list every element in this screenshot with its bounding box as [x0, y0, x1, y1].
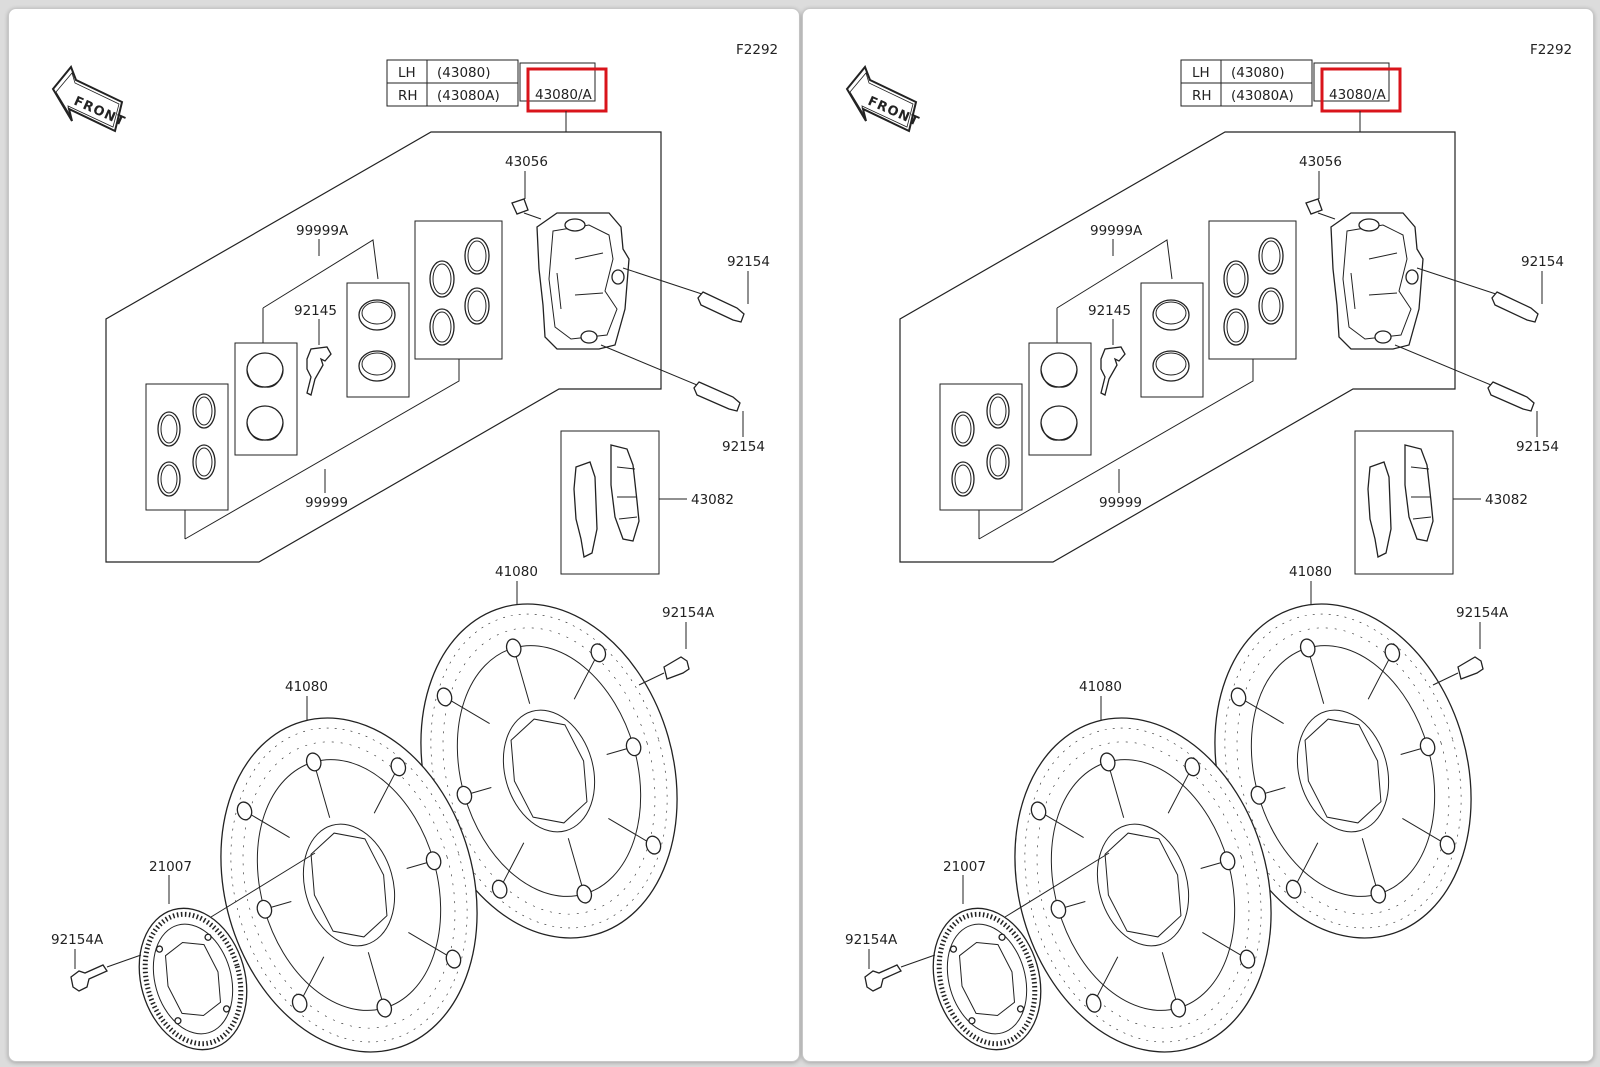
label-seal-kit: 99999 — [1099, 495, 1142, 511]
disc-bolt-right-icon[interactable] — [663, 656, 690, 680]
caliper-table: LH (43080) RH (43080A) — [386, 59, 519, 107]
front-arrow-icon: FRONT — [51, 65, 127, 133]
label-disc-right: 41080 — [495, 564, 538, 580]
label-pad-spring: 92145 — [1088, 303, 1131, 319]
label-caliper-bolt-lower: 92154 — [722, 439, 765, 455]
highlighted-part-callout[interactable]: 43080/A — [519, 62, 608, 113]
figure-code: F2292 — [1530, 42, 1572, 58]
label-pad-spring: 92145 — [294, 303, 337, 319]
label-bleeder: 43056 — [505, 154, 548, 170]
parts-diagram: F2292 FRONT LH (43080) RH (43080A) 43080… — [845, 42, 1572, 1061]
seal-kit-box[interactable] — [145, 383, 229, 511]
label-caliper-bolt-upper: 92154 — [1521, 254, 1564, 270]
caliper-bolt-lower-icon[interactable] — [1487, 381, 1535, 412]
pistons-small-box[interactable] — [1028, 342, 1092, 456]
label-seal-kit-a: 99999A — [296, 223, 349, 239]
front-arrow-icon: FRONT — [845, 65, 921, 133]
label-bleeder: 43056 — [1299, 154, 1342, 170]
figure-code: F2292 — [736, 42, 778, 58]
pistons-small-box[interactable] — [234, 342, 298, 456]
diagram-panel-right: F2292 FRONT LH (43080) RH (43080A) 43080… — [802, 8, 1594, 1062]
caliper-bolt-upper-icon[interactable] — [1491, 291, 1539, 323]
label-abs-rotor: 21007 — [149, 859, 192, 875]
table-part-lh: (43080) — [1231, 65, 1284, 81]
label-brake-pads: 43082 — [691, 492, 734, 508]
table-part-rh: (43080A) — [1231, 88, 1294, 104]
brake-disc-right[interactable] — [1177, 573, 1509, 968]
table-part-lh: (43080) — [437, 65, 490, 81]
brake-pads-box[interactable] — [1354, 430, 1454, 575]
caliper-bolt-lower-icon[interactable] — [693, 381, 741, 412]
table-side-lh: LH — [398, 65, 416, 81]
label-disc-right: 41080 — [1289, 564, 1332, 580]
disc-bolt-right-icon[interactable] — [1457, 656, 1484, 680]
pad-spring-icon[interactable] — [306, 346, 332, 396]
label-seal-kit: 99999 — [305, 495, 348, 511]
label-abs-rotor: 21007 — [943, 859, 986, 875]
label-seal-kit-a: 99999A — [1090, 223, 1143, 239]
brake-disc-left[interactable] — [183, 687, 515, 1061]
pistons-large-box[interactable] — [346, 282, 410, 398]
pistons-large-box[interactable] — [1140, 282, 1204, 398]
seal-kit-a-box[interactable] — [1208, 220, 1297, 360]
label-brake-pads: 43082 — [1485, 492, 1528, 508]
table-side-rh: RH — [398, 88, 418, 104]
parts-diagram: F2292 FRONT LH (43080) RH (43080A) 43080… — [51, 42, 778, 1061]
diagram-panel-left: F2292 FRONT LH (43080) RH (43080A) 43080… — [8, 8, 800, 1062]
brake-disc-left[interactable] — [977, 687, 1309, 1061]
highlighted-part-callout[interactable]: 43080/A — [1313, 62, 1402, 113]
table-side-rh: RH — [1192, 88, 1212, 104]
disc-bolt-left-icon[interactable] — [70, 964, 108, 992]
bleeder-valve-icon[interactable] — [1305, 198, 1323, 215]
abs-rotor[interactable] — [123, 895, 263, 1061]
label-disc-left: 41080 — [285, 679, 328, 695]
brake-caliper[interactable] — [1330, 212, 1424, 350]
label-disc-bolt-right: 92154A — [662, 605, 715, 621]
disc-bolt-left-icon[interactable] — [864, 964, 902, 992]
caliper-table: LH (43080) RH (43080A) — [1180, 59, 1313, 107]
caliper-bolt-upper-icon[interactable] — [697, 291, 745, 323]
label-caliper-bolt-upper: 92154 — [727, 254, 770, 270]
caliper-assembly-outline — [899, 131, 1456, 563]
bleeder-valve-icon[interactable] — [511, 198, 529, 215]
label-disc-bolt-left: 92154A — [845, 932, 898, 948]
label-disc-bolt-right: 92154A — [1456, 605, 1509, 621]
label-disc-bolt-left: 92154A — [51, 932, 104, 948]
brake-caliper[interactable] — [536, 212, 630, 350]
brake-pads-box[interactable] — [560, 430, 660, 575]
table-part-rh: (43080A) — [437, 88, 500, 104]
caliper-assembly-outline — [105, 131, 662, 563]
seal-kit-a-box[interactable] — [414, 220, 503, 360]
highlighted-part-number: 43080/A — [535, 87, 592, 103]
label-caliper-bolt-lower: 92154 — [1516, 439, 1559, 455]
highlighted-part-number: 43080/A — [1329, 87, 1386, 103]
abs-rotor[interactable] — [917, 895, 1057, 1061]
table-side-lh: LH — [1192, 65, 1210, 81]
seal-kit-box[interactable] — [939, 383, 1023, 511]
label-disc-left: 41080 — [1079, 679, 1122, 695]
pad-spring-icon[interactable] — [1100, 346, 1126, 396]
